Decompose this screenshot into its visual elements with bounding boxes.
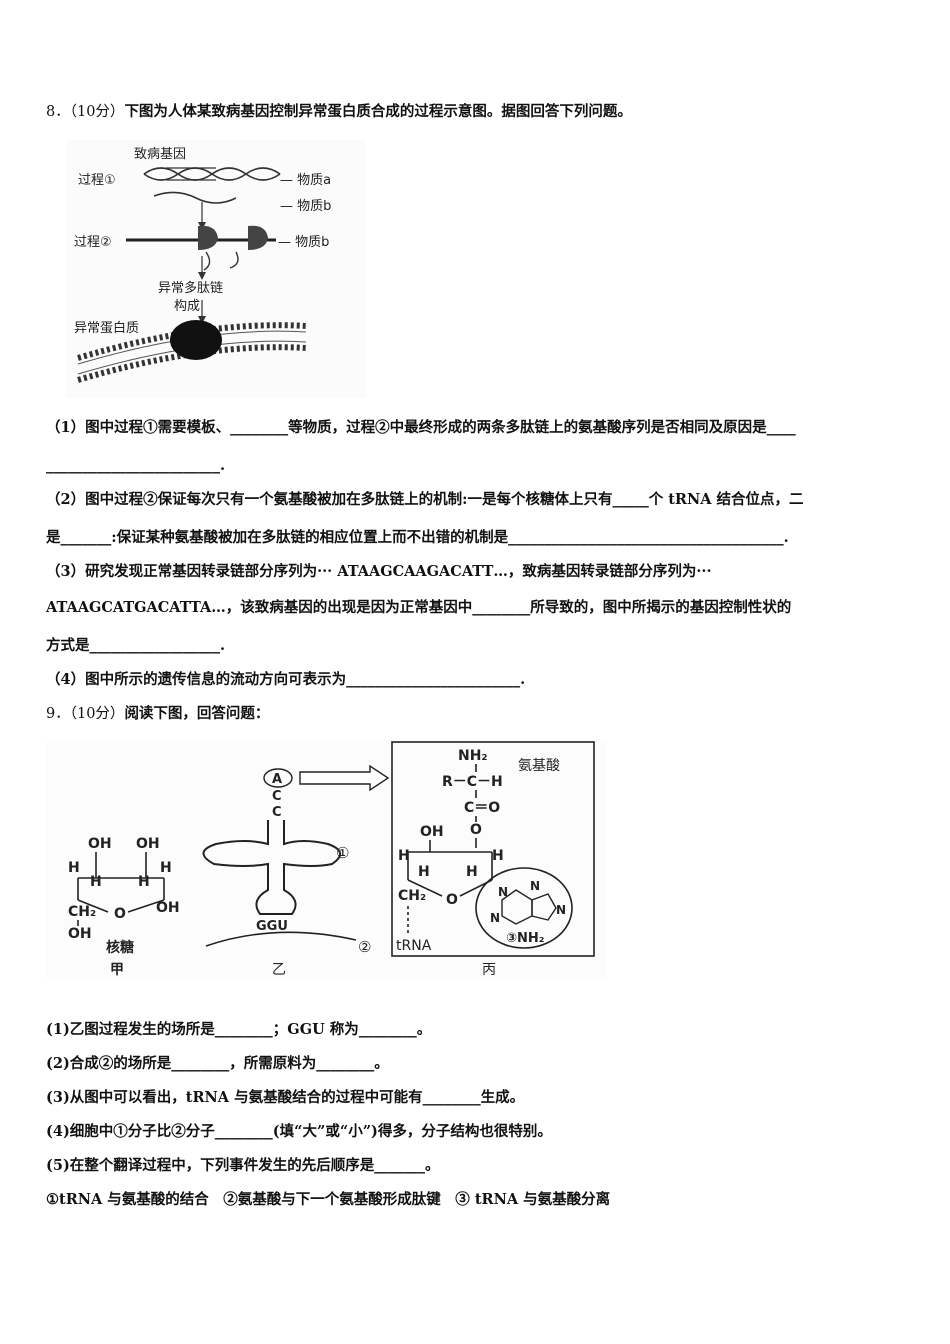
- adenine-labels: N N N N ③NH₂: [490, 879, 566, 946]
- q8-arrowhead-3: [198, 316, 206, 324]
- mrna-curve: [205, 931, 357, 947]
- q8-substance-a-label: — 物质a: [280, 173, 331, 188]
- q9-header: 9．（10分）阅读下图，回答问题：: [46, 704, 269, 724]
- q8-figure-bg: [66, 140, 366, 398]
- bing-label: 丙: [482, 962, 496, 978]
- bing-h-1: H: [398, 848, 410, 864]
- amino-acid-label: 氨基酸: [518, 757, 560, 774]
- ribose-bonds: [77, 852, 165, 926]
- bing-ring-o: O: [446, 892, 458, 908]
- acceptor-c2: C: [272, 805, 282, 820]
- ribose-oh-1: OH: [88, 836, 112, 852]
- trna-cloverleaf: A C C ① GGU ② 乙: [202, 768, 371, 978]
- dna-helix: [143, 167, 281, 181]
- ribose-oh-2: OH: [136, 836, 160, 852]
- ribose-oh-3: OH: [156, 900, 180, 916]
- ribose-h-2: H: [90, 874, 102, 890]
- adenine-n-1: N: [498, 885, 508, 899]
- q8-substance-b1-label: — 物质b: [280, 199, 331, 214]
- ribose-ch2: CH₂: [68, 904, 96, 920]
- bing-h-2: H: [418, 864, 430, 880]
- q9-stem: 阅读下图，回答问题：: [124, 705, 270, 722]
- label-circle-1: ①: [336, 844, 349, 862]
- q9-big-arrow: [299, 764, 390, 792]
- q8-figure: 致病基因 过程① — 物质a — 物质b 过程② — 物质b 异常多肽链 构成 …: [66, 140, 366, 398]
- anticodon-ggu: GGU: [256, 919, 288, 934]
- q8-p3-line2: ATAAGCATGACATTA…，该致病基因的出现是因为正常基因中_______…: [46, 599, 792, 616]
- q8-process2-label: 过程②: [74, 235, 112, 250]
- bing-h-4: H: [492, 848, 504, 864]
- ribose-o: O: [114, 906, 126, 922]
- q8-p4-line1: （4）图中所示的遗传信息的流动方向可表示为___________________…: [46, 671, 526, 688]
- bing-box: [391, 741, 595, 957]
- jia-label: 甲: [110, 962, 124, 978]
- q8-substance-b2-label: — 物质b: [278, 235, 329, 250]
- peptide-1: [203, 251, 211, 271]
- bing-h-3: H: [466, 864, 478, 880]
- aa-ester-o: O: [470, 822, 482, 838]
- q8-p1-line1: （1）图中过程①需要模板、________等物质，过程②中最终形成的两条多肽链上…: [46, 419, 796, 436]
- q8-p2-line1: （2）图中过程②保证每次只有一个氨基酸被加在多肽链上的机制:一是每个核糖体上只有…: [46, 491, 804, 508]
- trna-outline: [202, 820, 341, 915]
- q9-q5-options: ①tRNA 与氨基酸的结合 ②氨基酸与下一个氨基酸形成肽键 ③ tRNA 与氨基…: [46, 1191, 611, 1208]
- q8-protein-label: 异常蛋白质: [74, 320, 139, 336]
- ribose-h-4: H: [160, 860, 172, 876]
- q8-p3-line1: （3）研究发现正常基因转录链部分序列为··· ATAAGCAAGACATT…，致…: [46, 563, 712, 580]
- q8-number: 8．（10分）: [46, 104, 125, 120]
- adenine-n-3: N: [556, 903, 566, 917]
- ribose-label: 核糖: [106, 939, 134, 956]
- q8-header: 8．（10分）下图为人体某致病基因控制异常蛋白质合成的过程示意图。据图回答下列问…: [46, 102, 632, 122]
- peptide-2: [229, 251, 239, 269]
- q9-q4: (4)细胞中①分子比②分子________(填“大”或“小”)得多，分子结构也很…: [46, 1123, 552, 1140]
- aminoacyl-structure: NH₂ 氨基酸 R－C－H C＝O O OH H H H H CH₂ O tRN…: [396, 748, 560, 954]
- yi-label: 乙: [272, 962, 286, 978]
- ribosome-2: [248, 225, 268, 250]
- q8-arrowhead-2: [198, 272, 206, 280]
- q8-peptide-label-1: 异常多肽链: [158, 280, 223, 296]
- q8-p3-line3: 方式是__________________.: [46, 637, 226, 654]
- adenine-n-4: N: [490, 911, 500, 925]
- bing-ch2: CH₂: [398, 888, 426, 904]
- adenine-n-2: N: [530, 879, 540, 893]
- q9-q2: (2)合成②的场所是________，所需原料为________。: [46, 1055, 389, 1072]
- aa-rch: R－C－H: [442, 774, 503, 790]
- q8-gene-label: 致病基因: [134, 147, 186, 162]
- q9-figure: OH OH H H H H OH CH₂ O OH 核糖 甲 A: [46, 740, 606, 980]
- q9-q1: (1)乙图过程发生的场所是________；GGU 称为________。: [46, 1021, 432, 1038]
- adenine-base: [501, 889, 557, 925]
- abnormal-protein-blob: [170, 320, 222, 360]
- label-circle-3-nh2: ③NH₂: [506, 931, 544, 946]
- aa-nh2: NH₂: [458, 748, 488, 764]
- q8-stem: 下图为人体某致病基因控制异常蛋白质合成的过程示意图。据图回答下列问题。: [124, 103, 632, 120]
- label-circle-2: ②: [358, 938, 371, 956]
- ribose-h-3: H: [138, 874, 150, 890]
- ribose-h-1: H: [68, 860, 80, 876]
- q9-q3: (3)从图中可以看出，tRNA 与氨基酸结合的过程中可能有________生成。: [46, 1089, 525, 1106]
- acceptor-c1: C: [272, 789, 282, 804]
- ribose-structure: OH OH H H H H OH CH₂ O OH 核糖 甲: [68, 836, 180, 978]
- bing-oh: OH: [420, 824, 444, 840]
- q9-number: 9．（10分）: [46, 706, 125, 722]
- q8-p2-line2: 是_______:保证某种氨基酸被加在多肽链的相应位置上而不出错的机制是____…: [46, 529, 789, 546]
- aa-co: C＝O: [464, 800, 500, 816]
- q8-p1-line2: ________________________.: [46, 457, 226, 474]
- bing-trna-label: tRNA: [396, 938, 432, 954]
- ribosome-1: [198, 225, 218, 250]
- acceptor-a-circle: [263, 768, 293, 788]
- mrna-strand: [153, 191, 237, 204]
- acceptor-a: A: [272, 772, 282, 787]
- q9-q5: (5)在整个翻译过程中，下列事件发生的先后顺序是_______。: [46, 1157, 440, 1174]
- q8-process1-label: 过程①: [78, 173, 116, 188]
- adenine-ellipse: [475, 867, 573, 949]
- ribose-oh-4: OH: [68, 926, 92, 942]
- q8-peptide-label-2: 构成: [174, 299, 200, 314]
